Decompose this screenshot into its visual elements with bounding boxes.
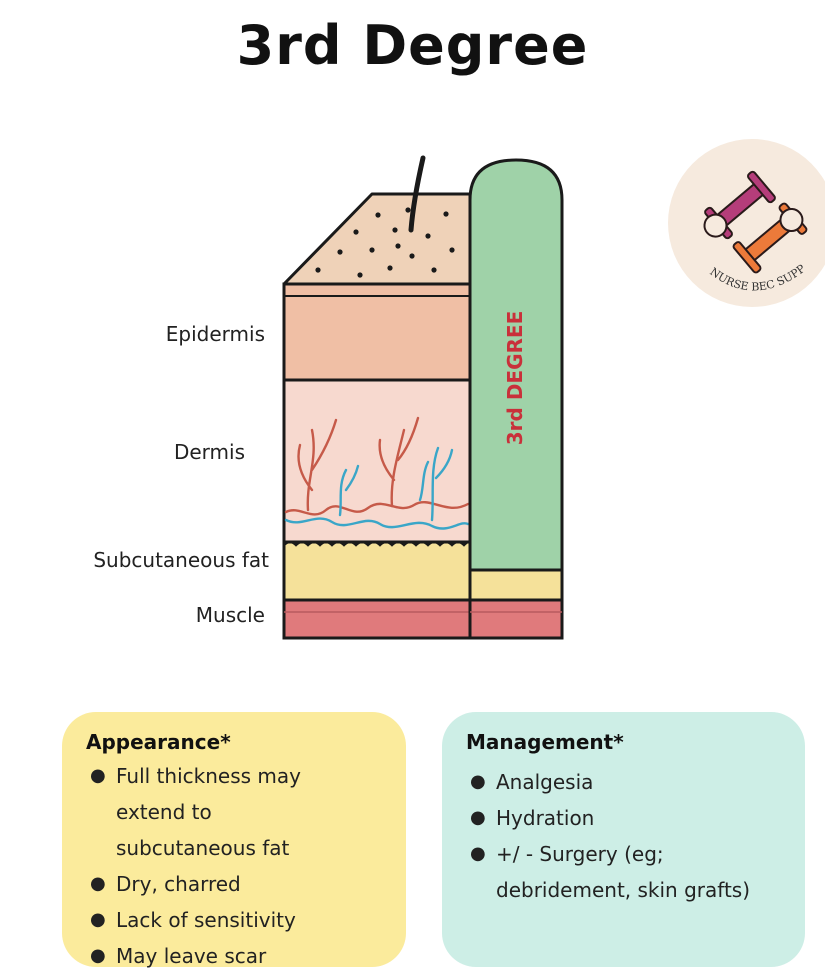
appearance-title: Appearance*: [86, 730, 231, 754]
list-item: ● May leave scar: [86, 938, 384, 974]
hair: [408, 155, 426, 233]
logo-icon-upper: [703, 170, 776, 240]
list-item: ● Dry, charred: [86, 866, 384, 902]
list-item: ● Analgesia: [466, 764, 783, 800]
list-item: ● Hydration: [466, 800, 783, 836]
list-item: ● Full thickness may extend to subcutane…: [86, 758, 384, 866]
epidermis-layer: [282, 282, 472, 382]
management-title: Management*: [466, 730, 624, 754]
page-title: 3rd Degree: [236, 14, 589, 77]
skin-layer-diagram: 3rd DEGREE NURSE BEC SUPPLIES: [0, 0, 825, 640]
list-item: ● Lack of sensitivity: [86, 902, 384, 938]
bullet-icon: ●: [90, 909, 106, 930]
bullet-icon: ●: [470, 771, 486, 792]
list-item: ● +/ - Surgery (eg; debridement, skin gr…: [466, 836, 783, 908]
appearance-card: Appearance* ● Full thickness may extend …: [62, 712, 406, 968]
depth-bar: [468, 158, 564, 572]
muscle-layer: [282, 598, 472, 640]
skin-surface: [282, 192, 472, 286]
depth-bar-fat: [468, 568, 564, 602]
management-card: Management* ● Analgesia ● Hydration ● +/…: [442, 712, 805, 967]
subcutaneous-fat-layer: [282, 540, 472, 602]
bullet-icon: ●: [470, 807, 486, 828]
appearance-list: ● Full thickness may extend to subcutane…: [86, 758, 384, 974]
bullet-icon: ●: [90, 945, 106, 966]
label-epidermis: Epidermis: [165, 322, 265, 346]
label-subcutaneous-fat: Subcutaneous fat: [93, 548, 269, 572]
bullet-icon: ●: [470, 843, 486, 864]
management-list: ● Analgesia ● Hydration ● +/ - Surgery (…: [466, 764, 783, 908]
depth-bar-label: 3rd DEGREE: [503, 311, 527, 445]
bullet-icon: ●: [90, 765, 106, 786]
blood-vessels: [284, 416, 470, 530]
label-muscle: Muscle: [195, 603, 265, 627]
bullet-icon: ●: [90, 873, 106, 894]
logo-icon-lower: [732, 202, 808, 274]
skin-pores: [315, 207, 455, 278]
depth-bar-muscle: [468, 598, 564, 640]
label-dermis: Dermis: [173, 440, 245, 464]
